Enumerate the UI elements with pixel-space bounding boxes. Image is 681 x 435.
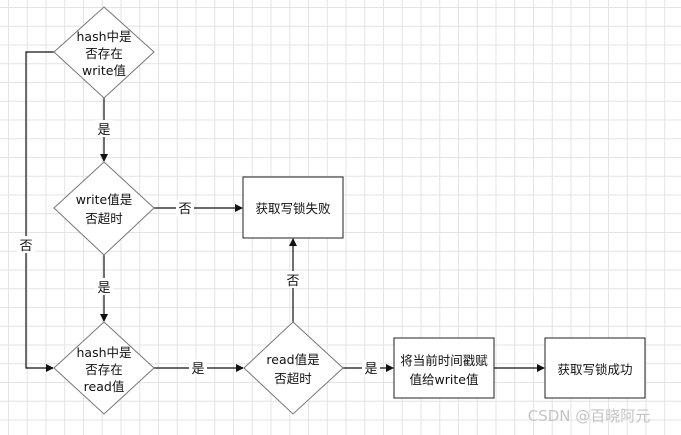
decision-read-timeout bbox=[243, 321, 344, 415]
watermark: CSDN @百晓阿元 bbox=[528, 407, 651, 425]
decision-hash-write bbox=[53, 6, 155, 99]
process-assign bbox=[393, 337, 495, 399]
d4-line2: 否超时 bbox=[274, 371, 312, 386]
d1-line1: hash中是 bbox=[76, 29, 132, 44]
d4-line1: read值是 bbox=[266, 352, 320, 367]
edge-label-d3-d4: 是 bbox=[191, 362, 204, 377]
success-label: 获取写锁成功 bbox=[557, 362, 632, 377]
edge-label-d4-assign: 是 bbox=[364, 362, 377, 377]
d3-line1: hash中是 bbox=[76, 345, 132, 360]
edge-d1-d3 bbox=[25, 51, 54, 372]
process-fail bbox=[242, 176, 344, 239]
edge-label-d2-fail: 否 bbox=[178, 202, 191, 217]
fail-label: 获取写锁失败 bbox=[255, 201, 331, 216]
edge-label-d2-d3: 是 bbox=[97, 281, 110, 296]
d1-line3: write值 bbox=[82, 63, 126, 78]
d3-line2: 否存在 bbox=[85, 362, 123, 377]
assign-line1: 将当前时间戳赋 bbox=[400, 353, 488, 368]
d3-line3: read值 bbox=[84, 379, 125, 394]
edge-label-d4-fail: 否 bbox=[286, 274, 299, 289]
edge-label-d1-d2: 是 bbox=[97, 123, 110, 138]
assign-line2: 值给write值 bbox=[410, 372, 479, 387]
edge-label-d1-d3: 否 bbox=[19, 239, 32, 254]
process-success bbox=[544, 337, 646, 399]
d2-line2: 否超时 bbox=[85, 211, 123, 226]
d1-line2: 否存在 bbox=[85, 46, 123, 61]
decision-hash-read bbox=[53, 321, 155, 415]
decision-write-timeout bbox=[53, 161, 155, 256]
d2-line1: write值是 bbox=[76, 192, 133, 207]
